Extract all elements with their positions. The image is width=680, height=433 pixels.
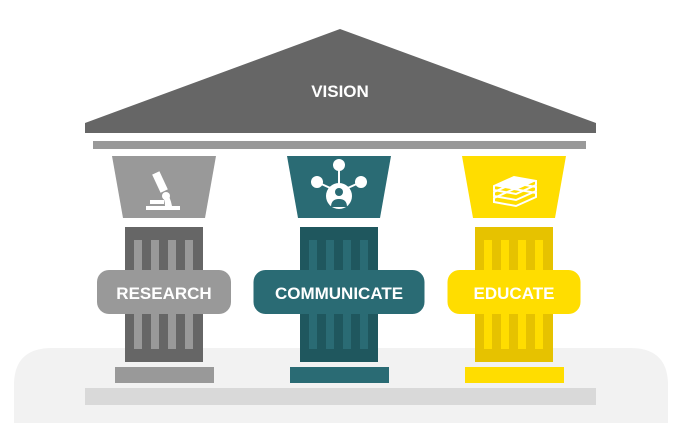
pillar-label-box [97,270,231,314]
book-top [494,177,536,190]
roof-label: VISION [311,82,369,101]
microscope-knob [162,192,170,200]
pillar-label: COMMUNICATE [275,284,403,303]
network-person-icon [311,159,367,209]
pillar-base [465,367,564,383]
microscope-stage [150,200,164,204]
network-node [311,176,323,188]
pillar-base [115,367,214,383]
books-icon [493,175,537,208]
person-body [331,199,347,207]
pillar-label: EDUCATE [474,284,555,303]
pillar-label-box [253,270,425,314]
microscope-icon [146,171,180,210]
network-node [355,176,367,188]
pillar-research: RESEARCH [97,156,231,383]
pillar-label-box [447,270,581,314]
beam [93,141,586,149]
pillar-communicate: COMMUNICATE [253,156,425,383]
pillar-base [290,367,389,383]
roof [85,29,596,133]
pillar-educate: EDUCATE [447,156,581,383]
platform-step [85,388,596,405]
person-head [335,188,343,196]
microscope-base [146,192,180,210]
network-node [333,159,345,171]
pillar-label: RESEARCH [116,284,211,303]
microscope-tube [152,171,168,193]
